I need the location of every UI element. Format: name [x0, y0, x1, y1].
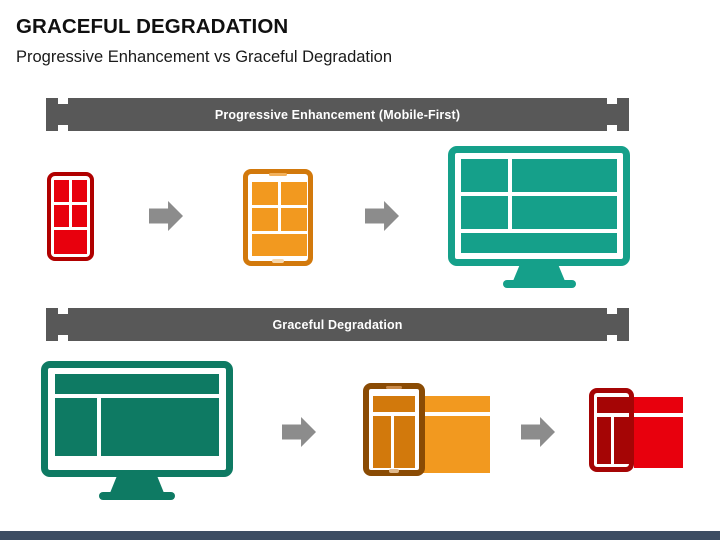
content-block: [252, 182, 278, 205]
tablet-speaker: [386, 386, 402, 389]
content-header-bar: [55, 374, 219, 394]
content-block: [281, 208, 307, 231]
monitor-neck: [513, 266, 565, 281]
content-main: [614, 417, 629, 464]
content-block: [54, 205, 69, 227]
footer-bar: [0, 531, 720, 540]
tablet-home-button: [272, 259, 284, 263]
section-banner-graceful-degradation: Graceful Degradation: [46, 308, 629, 341]
arrow-right-icon: [149, 201, 183, 231]
content-header-bar: [597, 397, 629, 413]
content-sidebar: [373, 416, 391, 468]
banner-label: Graceful Degradation: [272, 317, 403, 332]
content-block: [72, 205, 87, 227]
page-title: GRACEFUL DEGRADATION: [16, 15, 289, 38]
content-block: [252, 234, 307, 256]
overflow-header-bar: [634, 397, 683, 413]
arrow-right-icon: [521, 417, 555, 447]
content-block: [512, 196, 617, 229]
monitor-neck: [110, 477, 164, 493]
monitor-base: [99, 492, 175, 500]
section-banner-progressive-enhancement: Progressive Enhancement (Mobile-First): [46, 98, 629, 131]
page-subtitle: Progressive Enhancement vs Graceful Degr…: [16, 48, 393, 66]
banner-label: Progressive Enhancement (Mobile-First): [214, 107, 461, 122]
overflow-main-content: [634, 417, 683, 468]
content-block: [512, 159, 617, 192]
tablet-speaker: [269, 173, 287, 176]
overflow-header-bar: [405, 396, 490, 412]
content-block: [461, 196, 508, 229]
tablet-home-button: [389, 469, 399, 473]
content-main: [394, 416, 415, 468]
content-main: [101, 398, 219, 456]
content-header-bar: [373, 396, 415, 412]
content-block: [54, 230, 87, 254]
arrow-right-icon: [282, 417, 316, 447]
content-block: [461, 159, 508, 192]
content-block: [54, 180, 69, 202]
arrow-right-icon: [365, 201, 399, 231]
content-sidebar: [597, 417, 611, 464]
content-block: [72, 180, 87, 202]
content-block: [461, 233, 617, 253]
content-block: [281, 182, 307, 205]
monitor-base: [503, 280, 576, 288]
content-sidebar: [55, 398, 97, 456]
content-block: [252, 208, 278, 231]
